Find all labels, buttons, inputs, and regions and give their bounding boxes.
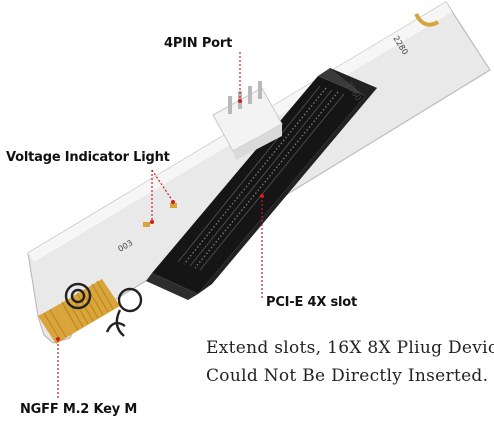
certification-logos	[64, 282, 143, 337]
label-pcie-slot: PCI-E 4X slot	[266, 295, 358, 310]
label-4pin-port: 4PIN Port	[164, 36, 233, 51]
callout-lines	[56, 52, 264, 400]
description-line-2: Could Not Be Directly Inserted.	[206, 366, 489, 386]
label-voltage-indicator: Voltage Indicator Light	[6, 150, 170, 165]
indicator-leds	[143, 203, 177, 227]
pcie-slot	[146, 68, 377, 300]
description-line-1: Extend slots, 16X 8X Pliug Device	[206, 338, 494, 358]
label-ngff-key: NGFF M.2 Key M	[20, 402, 138, 417]
